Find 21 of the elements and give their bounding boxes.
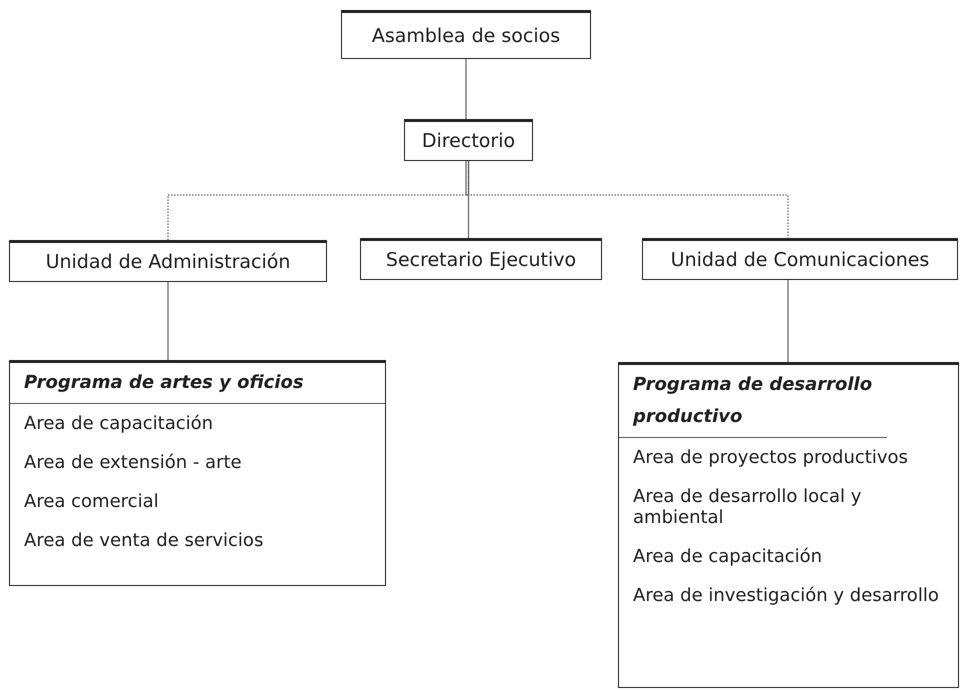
unit-box: Secretario Ejecutivo	[360, 238, 602, 280]
program-box	[9, 360, 386, 586]
connector-line	[468, 161, 789, 238]
unit-box: Asamblea de socios	[341, 10, 591, 59]
area-item: Area de venta de servicios	[23, 529, 264, 553]
unit-box: Unidad de Comunicaciones	[642, 238, 958, 280]
connector-line	[167, 282, 169, 360]
program-heading: Programa de artes y oficios	[10, 363, 385, 404]
area-item: Area de proyectos productivos	[632, 446, 909, 470]
area-item: Area comercial	[23, 490, 160, 514]
area-item: Area de investigación y desarrollo	[632, 584, 940, 608]
unit-box: Unidad de Administración	[9, 240, 327, 282]
program-box	[618, 362, 959, 688]
area-item: Area de extensión - arte	[23, 451, 243, 475]
area-item: Area de capacitación	[23, 412, 214, 436]
program-heading: Programa de desarrollo productivo	[619, 365, 887, 438]
area-item: Area de capacitación	[632, 545, 824, 569]
unit-box: Directorio	[404, 119, 533, 161]
connector-line	[787, 280, 789, 362]
connector-line	[468, 161, 470, 238]
area-item: Area de desarrollo local y ambiental	[632, 485, 862, 530]
